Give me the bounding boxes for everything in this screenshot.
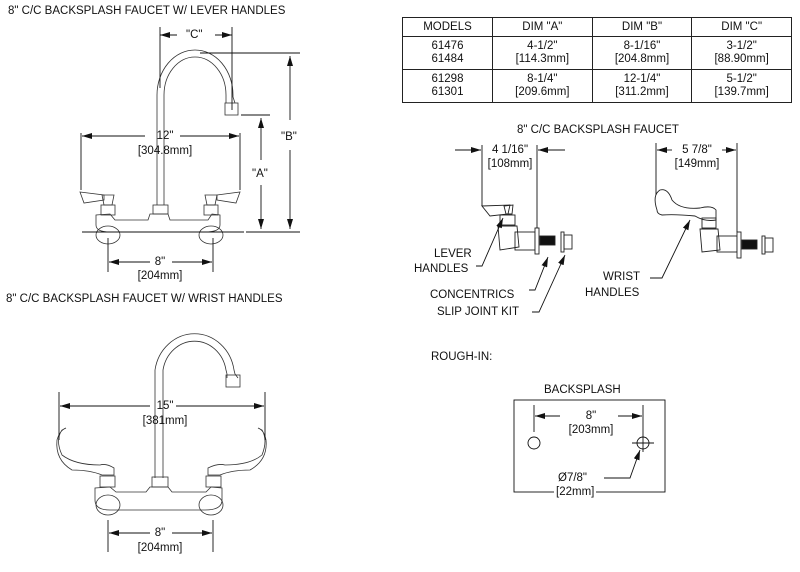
table-header-row: MODELS DIM "A" DIM "B" DIM "C" [402, 17, 792, 37]
col-dim-c: DIM "C" [691, 17, 792, 37]
dim-c-cell: 3-1/2"[88.90mm] [691, 36, 792, 70]
col-models: MODELS [402, 17, 493, 37]
lever-width-label: 12" [156, 130, 174, 142]
lever-side-dimension-lines [455, 145, 566, 313]
dim-c-label: "C" [186, 29, 203, 41]
dim-a-cell: 4-1/2"[114.3mm] [492, 36, 593, 70]
lever-centers-mm-label: [204mm] [137, 270, 183, 282]
lever-side-view [481, 204, 573, 255]
rough-in-title: ROUGH-IN: [431, 351, 493, 363]
hole-diameter-label: Ø7/8" [558, 472, 588, 484]
lever-handles-callout-1: LEVER [434, 248, 472, 260]
lever-depth-mm-label: [108mm] [487, 158, 533, 170]
concentric-thread [741, 239, 758, 250]
spout-base-nut [151, 476, 169, 488]
spout-aerator [225, 374, 241, 388]
dim-c-cell: 5-1/2"[139.7mm] [691, 69, 792, 103]
wrist-faucet-title: 8" C/C BACKSPLASH FAUCET W/ WRIST HANDLE… [6, 293, 283, 305]
lever-centers-label: 8" [154, 256, 166, 268]
concentric-thread [539, 235, 556, 246]
wrist-centers-mm-label: [204mm] [137, 542, 183, 554]
side-views-title: 8" C/C BACKSPLASH FAUCET [517, 124, 679, 136]
wrist-width-mm-label: [381mm] [142, 415, 188, 427]
dim-b-cell: 12-1/4"[311.2mm] [591, 69, 693, 103]
spout-base-nut [152, 204, 169, 215]
wrist-width-label: 15" [156, 400, 174, 412]
col-dim-a: DIM "A" [492, 17, 593, 37]
hole-diameter-mm-label: [22mm] [554, 486, 597, 499]
left-wrist-handle [56, 427, 115, 476]
left-lever-handle [79, 191, 105, 204]
wrist-depth-label: 5 7/8" [682, 144, 712, 156]
right-lever-handle [216, 191, 241, 204]
lever-dimension-lines [80, 27, 300, 272]
rough-in-spacing-label: 8" [585, 410, 597, 422]
wrist-handle-side [654, 189, 717, 221]
lever-depth-label: 4 1/16" [491, 144, 529, 156]
dim-a-cell: 8-1/4"[209.6mm] [492, 69, 593, 103]
wrist-side-dimension-lines [650, 143, 738, 279]
col-dim-b: DIM "B" [591, 17, 693, 37]
wrist-faucet-front-view [56, 333, 267, 516]
wrist-dimension-lines [58, 392, 266, 552]
dim-a-label: "A" [252, 168, 268, 180]
lever-faucet-title: 8" C/C BACKSPLASH FAUCET W/ LEVER HANDLE… [8, 5, 286, 17]
rough-in-spacing-mm-label: [203mm] [568, 424, 614, 436]
slip-joint-kit-callout: SLIP JOINT KIT [437, 306, 520, 318]
right-wrist-handle [207, 427, 267, 476]
wrist-centers-label: 8" [154, 527, 166, 539]
dim-b-label: "B" [281, 131, 297, 143]
lever-faucet-front-view [79, 49, 241, 245]
wrist-depth-mm-label: [149mm] [674, 158, 720, 170]
left-hole [527, 436, 541, 450]
spout-aerator [224, 102, 239, 116]
wrist-handles-callout-1: WRIST [603, 271, 641, 283]
lever-handles-callout-2: HANDLES [414, 263, 469, 275]
concentrics-callout: CONCENTRICS [430, 289, 515, 301]
dim-b-cell: 8-1/16"[204.8mm] [591, 36, 693, 70]
left-bonnet [100, 204, 116, 216]
right-bonnet [203, 204, 219, 216]
lever-width-mm-label: [304.8mm] [137, 145, 193, 157]
wrist-handles-callout-2: HANDLES [585, 287, 640, 299]
backsplash-title: BACKSPLASH [544, 384, 621, 396]
wrist-side-view [654, 189, 774, 259]
